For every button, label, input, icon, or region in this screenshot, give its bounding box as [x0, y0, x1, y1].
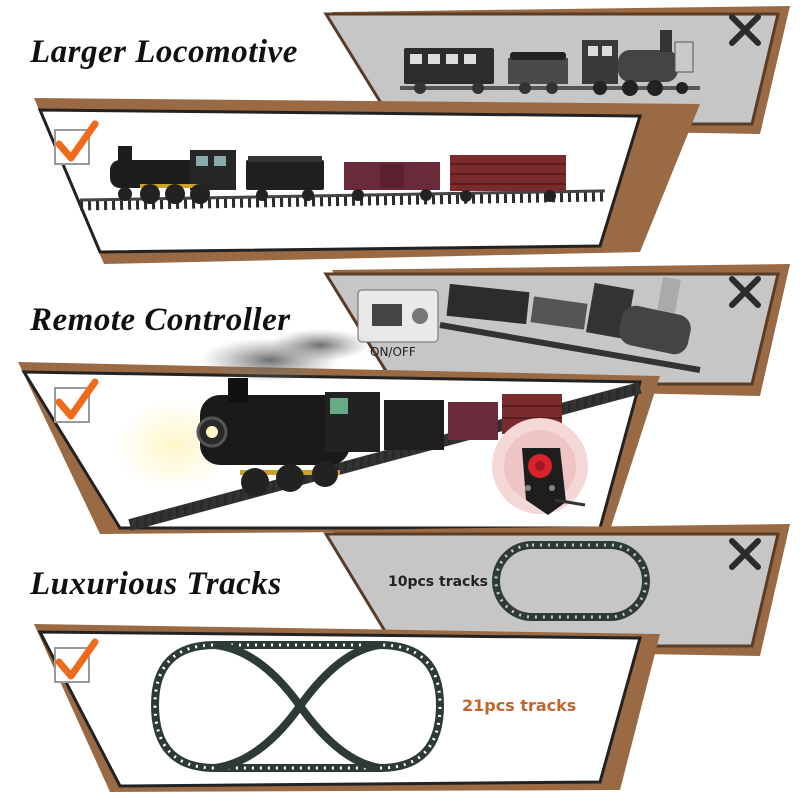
small-train-image [439, 276, 701, 373]
heading-larger-locomotive: Larger Locomotive [30, 34, 298, 70]
heading-luxurious-tracks: Luxurious Tracks [30, 566, 282, 602]
bad-panel [323, 264, 790, 396]
check-mark-icon [54, 120, 99, 165]
smoking-train-image [115, 329, 642, 531]
check-mark-icon [54, 378, 99, 423]
power-switch-image [357, 289, 439, 343]
section-luxurious-tracks [34, 524, 790, 792]
check-mark-icon [54, 638, 99, 683]
small-train-image [400, 30, 700, 96]
cross-mark-icon [729, 538, 761, 570]
big-train-image [79, 146, 606, 211]
heading-remote-controller: Remote Controller [30, 302, 291, 338]
section-larger-locomotive [34, 6, 790, 264]
oval-track-image [492, 541, 650, 621]
remote-control-image [492, 418, 588, 515]
cross-mark-icon [729, 14, 761, 46]
good-track-label: 21pcs tracks [462, 696, 577, 715]
bad-panel [323, 524, 790, 656]
good-panel [34, 98, 700, 264]
cross-mark-icon [729, 276, 761, 308]
section-remote-controller [18, 264, 790, 534]
good-panel [18, 329, 660, 534]
switch-label: ON/OFF [370, 345, 416, 359]
figure-eight-track-image [150, 641, 445, 772]
bad-track-label: 10pcs tracks [388, 574, 488, 590]
good-panel [34, 624, 660, 792]
